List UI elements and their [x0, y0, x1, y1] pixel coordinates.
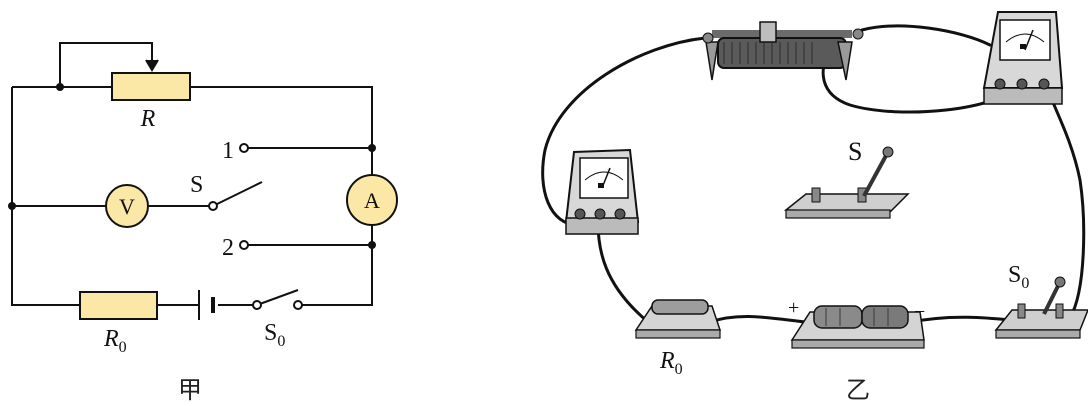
battery-minus-label: − — [914, 301, 925, 323]
battery-plus-label: + — [788, 297, 799, 319]
rheostat-arrow — [145, 59, 159, 72]
physical-voltmeter — [564, 148, 640, 235]
resistor-r0-label: R0 — [103, 326, 127, 356]
switch-s-blade — [212, 181, 263, 207]
junction-dots — [8, 83, 376, 249]
terminals — [208, 143, 303, 310]
schematic-diagram — [11, 42, 373, 320]
wire-right-lower — [297, 225, 373, 306]
physical-switch-s0 — [994, 276, 1088, 339]
terminal-1 — [239, 143, 249, 153]
physical-ammeter — [982, 11, 1064, 105]
physical-switch-s — [783, 146, 910, 219]
physical-resistor-r0 — [634, 299, 722, 339]
rheostat-label: R — [140, 106, 156, 132]
ammeter-icon — [346, 174, 398, 226]
wire-top-right — [190, 86, 373, 175]
terminal-2-label: 2 — [222, 235, 234, 261]
physical-rheostat — [702, 21, 864, 81]
terminal-2 — [239, 240, 249, 250]
switch-s0-pivot — [252, 300, 262, 310]
rheostat-r — [111, 72, 191, 101]
physical-battery — [790, 305, 925, 349]
ammeter-label: A — [364, 188, 380, 213]
physical-wiring — [541, 24, 1086, 324]
rheostat-slider-wire — [59, 42, 153, 87]
voltmeter-label: V — [119, 194, 135, 219]
switch-s0-label: S0 — [264, 320, 285, 350]
switch-s-pivot — [208, 201, 218, 211]
physical-switch-s-label: S — [848, 137, 862, 166]
resistor-r0 — [79, 291, 158, 320]
caption-left: 甲 — [178, 376, 202, 404]
caption-right: 乙 — [846, 376, 870, 404]
wire-left — [11, 87, 80, 306]
physical-r0-label: R0 — [659, 348, 683, 378]
physical-switch-s0-label: S0 — [1008, 262, 1029, 292]
terminal-1-label: 1 — [222, 138, 234, 164]
switch-s0-blade — [256, 289, 299, 306]
switch-s-label: S — [190, 172, 203, 198]
switch-s0-contact — [293, 300, 303, 310]
voltmeter-icon — [105, 184, 149, 228]
